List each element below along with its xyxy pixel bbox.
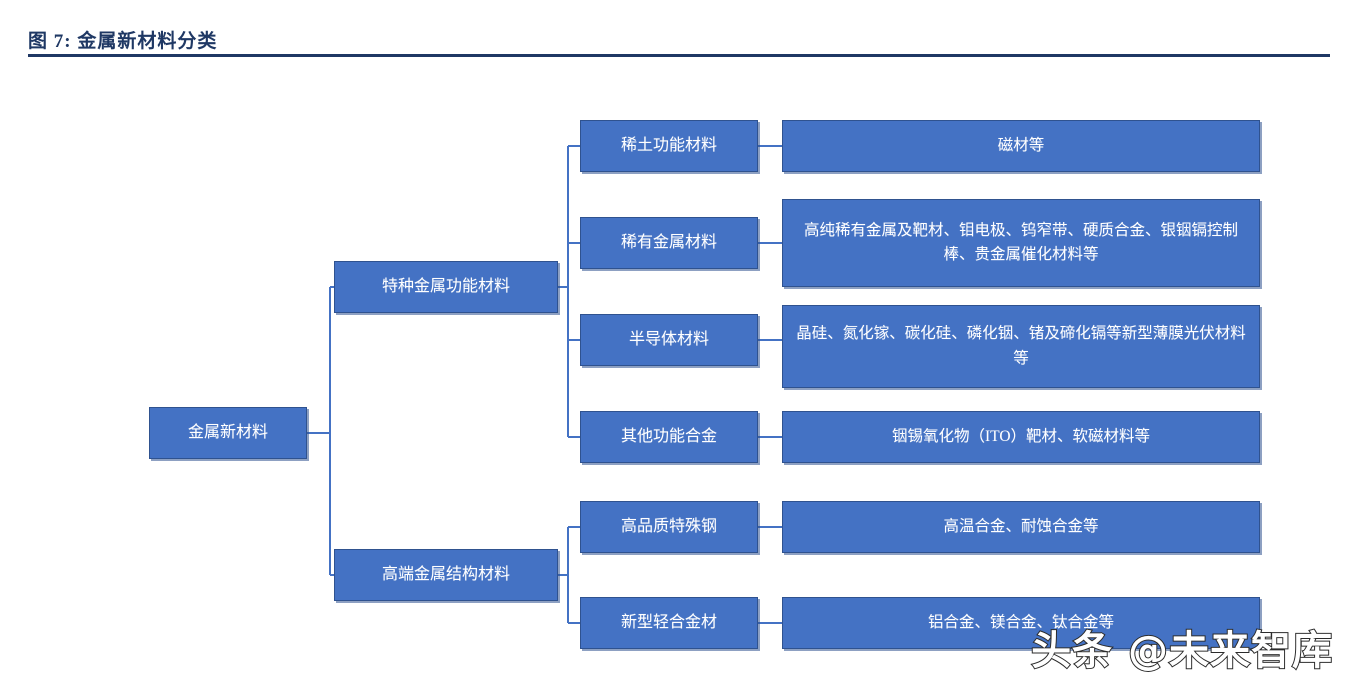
node-detail-other-functional-alloy[interactable]: 铟锡氧化物（ITO）靶材、软磁材料等 bbox=[782, 411, 1260, 463]
watermark: 头条 @未来智库 bbox=[1030, 628, 1333, 674]
node-detail-text: 铟锡氧化物（ITO）靶材、软磁材料等 bbox=[891, 427, 1151, 445]
node-detail-text: 晶硅、氮化镓、碳化硅、磷化铟、锗及碲化镉等新型薄膜光伏材料等 bbox=[796, 325, 1246, 367]
node-category-label: 稀土功能材料 bbox=[620, 136, 717, 154]
node-category-label: 新型轻合金材 bbox=[620, 613, 717, 631]
header-divider bbox=[28, 54, 1330, 57]
node-branch-label: 高端金属结构材料 bbox=[381, 565, 510, 583]
node-category-rare-metal[interactable]: 稀有金属材料 bbox=[580, 217, 758, 269]
node-detail-text: 高纯稀有金属及靶材、钼电极、钨窄带、硬质合金、银铟镉控制棒、贵金属催化材料等 bbox=[803, 221, 1238, 263]
node-branch-high-end-structural[interactable]: 高端金属结构材料 bbox=[334, 549, 558, 601]
node-root-label: 金属新材料 bbox=[187, 423, 268, 441]
node-category-label: 高品质特殊钢 bbox=[620, 517, 717, 535]
node-detail-semiconductor[interactable]: 晶硅、氮化镓、碳化硅、磷化铟、锗及碲化镉等新型薄膜光伏材料等 bbox=[782, 305, 1260, 388]
figure-header: 图 7: 金属新材料分类 bbox=[28, 26, 1330, 58]
node-category-label: 其他功能合金 bbox=[620, 427, 717, 445]
node-category-other-functional-alloy[interactable]: 其他功能合金 bbox=[580, 411, 758, 463]
node-category-label: 稀有金属材料 bbox=[620, 233, 717, 251]
node-detail-text: 磁材等 bbox=[997, 136, 1045, 154]
node-category-new-light-alloy[interactable]: 新型轻合金材 bbox=[580, 597, 758, 649]
node-category-high-quality-special-steel[interactable]: 高品质特殊钢 bbox=[580, 501, 758, 553]
node-detail-text: 铝合金、镁合金、钛合金等 bbox=[927, 613, 1114, 631]
page-title: 图 7: 金属新材料分类 bbox=[28, 31, 218, 52]
node-category-semiconductor[interactable]: 半导体材料 bbox=[580, 314, 758, 366]
node-branch-label: 特种金属功能材料 bbox=[381, 277, 510, 295]
node-category-label: 半导体材料 bbox=[628, 330, 709, 348]
node-root[interactable]: 金属新材料 bbox=[149, 407, 307, 459]
node-detail-new-light-alloy[interactable]: 铝合金、镁合金、钛合金等 bbox=[782, 597, 1260, 649]
node-detail-rare-metal[interactable]: 高纯稀有金属及靶材、钼电极、钨窄带、硬质合金、银铟镉控制棒、贵金属催化材料等 bbox=[782, 199, 1260, 287]
node-category-rare-earth-functional[interactable]: 稀土功能材料 bbox=[580, 120, 758, 172]
node-detail-rare-earth-functional[interactable]: 磁材等 bbox=[782, 120, 1260, 172]
node-branch-special-functional[interactable]: 特种金属功能材料 bbox=[334, 261, 558, 313]
node-detail-text: 高温合金、耐蚀合金等 bbox=[943, 517, 1099, 535]
node-detail-high-quality-special-steel[interactable]: 高温合金、耐蚀合金等 bbox=[782, 501, 1260, 553]
